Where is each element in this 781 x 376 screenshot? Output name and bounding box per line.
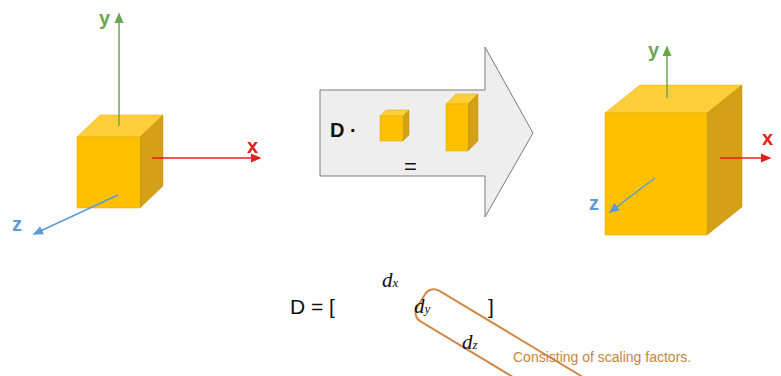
z-axis — [34, 195, 118, 234]
axis-label: z — [589, 193, 599, 213]
x-axis — [152, 157, 260, 159]
diagonal-band: dxdy dzConsisting of scaling factors. — [340, 250, 770, 370]
large-cube — [605, 85, 742, 235]
operator-text: = — [404, 156, 417, 178]
axis-label: y — [648, 40, 659, 60]
axis-label: y — [99, 8, 110, 28]
y-axis — [666, 47, 668, 98]
matrix-bracket: ] — [488, 296, 494, 317]
matrix-entry: dx — [382, 270, 398, 291]
axis-label: x — [247, 136, 258, 156]
matrix-entry: dy — [414, 296, 430, 317]
operator-text: D · — [330, 120, 357, 140]
transform-arrow: D · = — [318, 44, 536, 220]
x-axis — [720, 157, 770, 159]
matrix-bracket: D = [ — [290, 296, 335, 317]
matrix-entry: dz — [462, 332, 478, 353]
annotation: Consisting of scaling factors. — [513, 350, 691, 364]
axis-label: x — [762, 128, 773, 148]
small-cube — [77, 115, 163, 208]
axis-label: z — [12, 214, 22, 234]
y-axis — [118, 14, 120, 126]
z-axis — [610, 178, 655, 212]
